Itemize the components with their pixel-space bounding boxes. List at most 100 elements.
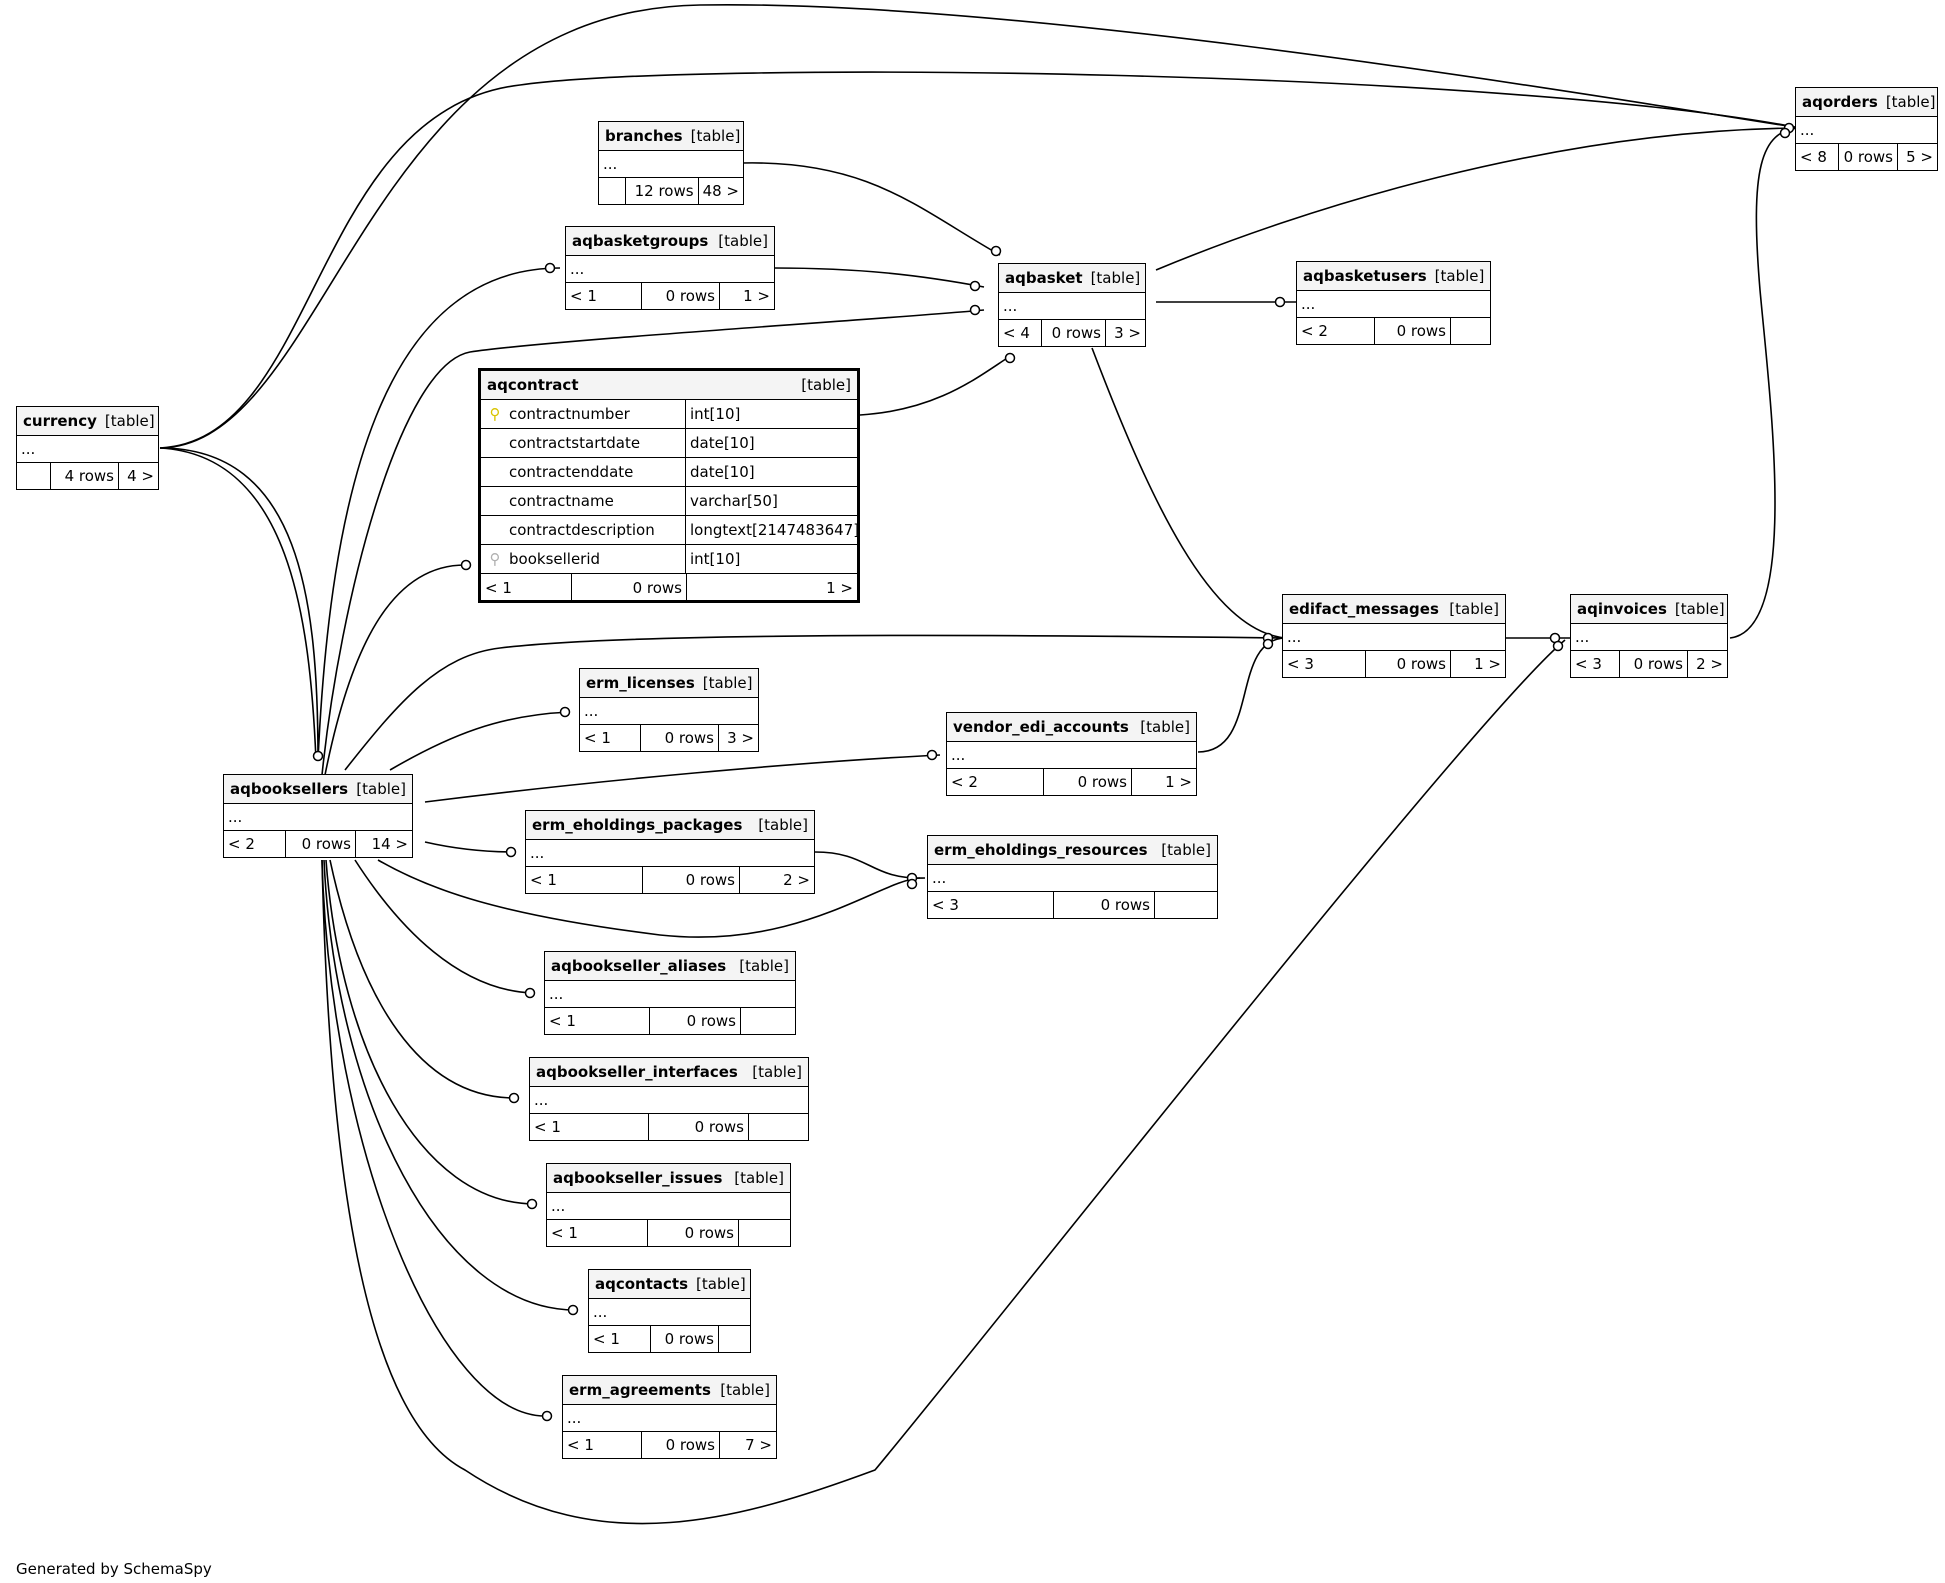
edge-aqbooksellers-agreements bbox=[321, 859, 546, 1417]
children-count bbox=[1450, 318, 1490, 344]
table-name: aqbookseller_aliases bbox=[551, 957, 727, 975]
columns-ellipsis: ... bbox=[947, 742, 1196, 769]
column-row[interactable]: ⚲booksellerid int[10] bbox=[481, 545, 857, 574]
columns-ellipsis: ... bbox=[580, 698, 758, 725]
row-count: 0 rows bbox=[640, 725, 718, 751]
marker-circle bbox=[990, 245, 1002, 257]
table-type: [table] bbox=[1449, 600, 1499, 618]
marker-circle bbox=[1274, 296, 1286, 308]
marker-circle bbox=[567, 1304, 579, 1316]
children-count: 1 > bbox=[1450, 651, 1505, 677]
edge-currency-aqorders bbox=[159, 71, 1801, 449]
parents-count: < 1 bbox=[567, 1436, 594, 1454]
columns-ellipsis: ... bbox=[928, 865, 1217, 892]
table-name: aqcontract bbox=[487, 376, 579, 394]
column-row[interactable]: contractdescription longtext[2147483647] bbox=[481, 516, 860, 545]
column-row[interactable]: contractenddate date[10] bbox=[481, 458, 857, 487]
parents-count: < 4 bbox=[1003, 324, 1030, 342]
marker-circle bbox=[906, 878, 918, 890]
table-type: [table] bbox=[801, 376, 851, 394]
marker-circle bbox=[544, 262, 556, 274]
table-name: erm_eholdings_packages bbox=[532, 816, 743, 834]
table-name: currency bbox=[23, 412, 97, 430]
column-type: date[10] bbox=[690, 463, 755, 481]
table-type: [table] bbox=[702, 674, 753, 692]
column-type: longtext[2147483647] bbox=[690, 521, 860, 539]
row-count: 0 rows bbox=[649, 1008, 740, 1034]
table-type: [table] bbox=[758, 816, 808, 834]
columns-ellipsis: ... bbox=[530, 1087, 808, 1114]
marker-circle bbox=[460, 559, 472, 571]
table-type: [table] bbox=[734, 1169, 784, 1187]
children-count bbox=[748, 1114, 808, 1140]
edge-aqbooksellers-aliases bbox=[354, 859, 533, 994]
edge-aqbooksellers-aqbasketgroups bbox=[317, 267, 561, 761]
parents-count: < 2 bbox=[951, 773, 978, 791]
row-count: 0 rows bbox=[1053, 892, 1154, 918]
parents-count: < 8 bbox=[1800, 148, 1827, 166]
table-type: [table] bbox=[1090, 269, 1141, 287]
row-count: 0 rows bbox=[1838, 144, 1897, 170]
table-type: [table] bbox=[1885, 93, 1936, 111]
edge-aqbasket-edifact bbox=[1091, 347, 1286, 639]
children-count: 1 > bbox=[719, 283, 774, 309]
column-row[interactable]: contractname varchar[50] bbox=[481, 487, 857, 516]
edge-aqbooksellers-vendor bbox=[424, 754, 941, 803]
children-count: 2 > bbox=[1687, 651, 1727, 677]
column-name: contractenddate bbox=[509, 463, 634, 481]
column-name: contractnumber bbox=[509, 405, 630, 423]
table-aqcontract[interactable]: aqcontract[table] ⚲contractnumber int[10… bbox=[478, 368, 860, 603]
row-count: 12 rows bbox=[625, 178, 698, 204]
columns-ellipsis: ... bbox=[526, 840, 814, 867]
column-name: booksellerid bbox=[509, 550, 601, 568]
table-name: aqorders bbox=[1802, 93, 1878, 111]
row-count: 0 rows bbox=[1619, 651, 1687, 677]
row-count: 0 rows bbox=[1365, 651, 1450, 677]
parents-count: < 1 bbox=[530, 871, 557, 889]
foreign-key-icon: ⚲ bbox=[489, 550, 501, 568]
edge-currency-aqbooksellers-2 bbox=[159, 447, 317, 761]
parents-count: < 2 bbox=[228, 835, 255, 853]
table-type: [table] bbox=[720, 1381, 770, 1399]
columns-ellipsis: ... bbox=[1571, 624, 1727, 651]
columns-ellipsis: ... bbox=[589, 1299, 750, 1326]
row-count: 0 rows bbox=[1043, 769, 1131, 795]
table-type: [table] bbox=[696, 1275, 746, 1293]
column-row[interactable]: ⚲contractnumber int[10] bbox=[481, 400, 857, 429]
children-count: 48 > bbox=[697, 178, 743, 204]
column-name: contractstartdate bbox=[509, 434, 641, 452]
row-count: 0 rows bbox=[648, 1114, 748, 1140]
children-count bbox=[740, 1008, 795, 1034]
row-count: 0 rows bbox=[571, 574, 686, 601]
table-name: aqbookseller_issues bbox=[553, 1169, 723, 1187]
marker-circle bbox=[969, 280, 981, 292]
column-row[interactable]: contractstartdate date[10] bbox=[481, 429, 857, 458]
column-type: int[10] bbox=[690, 405, 741, 423]
children-count: 7 > bbox=[719, 1432, 776, 1458]
table-name: aqbasketusers bbox=[1303, 267, 1427, 285]
edge-aqbooksellers-aqinvoices bbox=[321, 639, 1566, 1525]
table-name: aqbasket bbox=[1005, 269, 1083, 287]
table-type: [table] bbox=[1140, 718, 1190, 736]
children-count: 1 > bbox=[686, 574, 857, 601]
table-name: erm_licenses bbox=[586, 674, 695, 692]
